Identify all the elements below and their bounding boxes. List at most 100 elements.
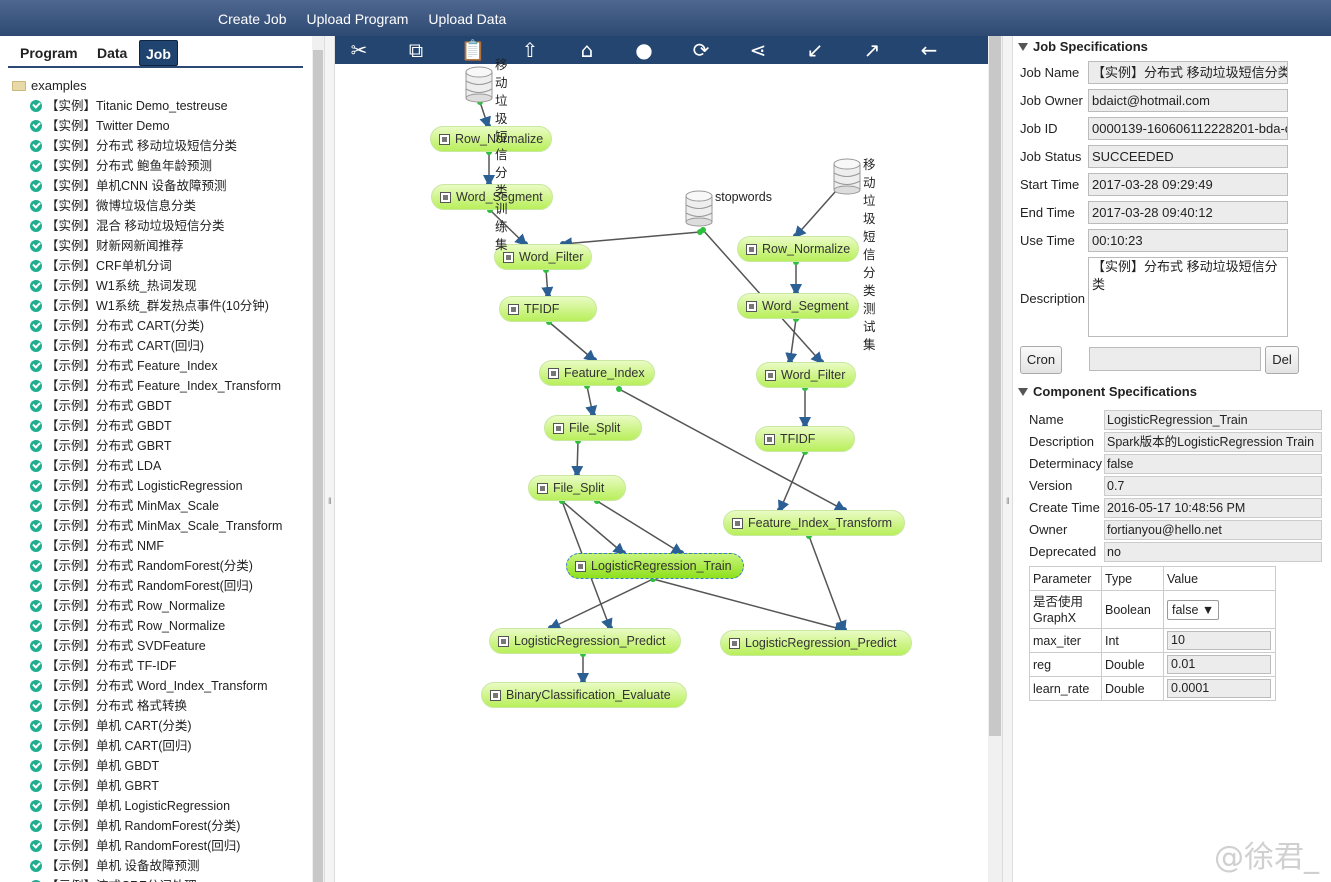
workflow-edge[interactable] bbox=[561, 500, 626, 555]
database-icon[interactable] bbox=[465, 66, 495, 104]
tree-item[interactable]: 【示例】单机 LogisticRegression bbox=[12, 796, 312, 816]
tree-item[interactable]: 【示例】分布式 Word_Index_Transform bbox=[12, 676, 312, 696]
end-time-field[interactable]: 2017-03-28 09:40:12 bbox=[1088, 201, 1288, 224]
tree-item[interactable]: 【示例】分布式 GBRT bbox=[12, 436, 312, 456]
workflow-edge[interactable] bbox=[548, 578, 654, 630]
workflow-edge[interactable] bbox=[489, 209, 528, 247]
tree-item[interactable]: 【示例】分布式 格式转换 bbox=[12, 696, 312, 716]
tree-item[interactable]: 【示例】分布式 LogisticRegression bbox=[12, 476, 312, 496]
tree-item[interactable]: 【示例】单机 GBDT bbox=[12, 756, 312, 776]
left-scrollbar-thumb[interactable] bbox=[313, 50, 323, 882]
workflow-edge[interactable] bbox=[618, 388, 847, 512]
back-icon[interactable]: ← bbox=[920, 38, 938, 62]
comp-owner-field[interactable]: fortianyou@hello.net bbox=[1104, 520, 1322, 540]
feature-index-node[interactable]: Feature_Index bbox=[539, 360, 655, 386]
tree-item[interactable]: 【示例】分布式 CART(回归) bbox=[12, 336, 312, 356]
binary-classification-evaluate-node[interactable]: BinaryClassification_Evaluate bbox=[481, 682, 687, 708]
tree-item[interactable]: 【示例】分布式 NMF bbox=[12, 536, 312, 556]
tree-item[interactable]: 【示例】分布式 Row_Normalize bbox=[12, 596, 312, 616]
workflow-edge[interactable] bbox=[560, 231, 701, 250]
tree-item[interactable]: 【示例】分布式 TF-IDF bbox=[12, 656, 312, 676]
tab-data[interactable]: Data bbox=[97, 45, 128, 61]
tree-item[interactable]: 【实例】Titanic Demo_testreuse bbox=[12, 96, 312, 116]
share-icon[interactable]: ⋖ bbox=[749, 38, 767, 62]
tree-item[interactable]: 【实例】财新网新闻推荐 bbox=[12, 236, 312, 256]
job-status-field[interactable]: SUCCEEDED bbox=[1088, 145, 1288, 168]
paste-icon[interactable]: 📋 bbox=[460, 38, 486, 62]
canvas-scrollbar[interactable] bbox=[988, 36, 1002, 882]
output-port[interactable] bbox=[616, 386, 622, 392]
left-scrollbar[interactable] bbox=[312, 36, 324, 882]
reg-input[interactable]: 0.01 bbox=[1167, 655, 1271, 674]
tab-job[interactable]: Job bbox=[139, 40, 178, 66]
create-job-link[interactable]: Create Job bbox=[218, 11, 287, 27]
workflow-edge[interactable] bbox=[548, 321, 597, 362]
cron-input[interactable] bbox=[1089, 347, 1261, 371]
output-port[interactable] bbox=[700, 227, 706, 233]
logistic-regression-predict-node[interactable]: LogisticRegression_Predict bbox=[489, 628, 681, 654]
right-splitter[interactable]: ‖ bbox=[1002, 36, 1013, 882]
tree-item[interactable]: 【实例】单机CNN 设备故障预测 bbox=[12, 176, 312, 196]
workflow-edge[interactable] bbox=[585, 385, 598, 418]
upload-icon[interactable]: ⇧ bbox=[521, 38, 539, 62]
tree-item[interactable]: 【示例】单机 CART(回归) bbox=[12, 736, 312, 756]
component-spec-header[interactable]: Component Specifications bbox=[1018, 384, 1197, 399]
comp-version-field[interactable]: 0.7 bbox=[1104, 476, 1322, 496]
tree-item[interactable]: 【示例】分布式 MinMax_Scale_Transform bbox=[12, 516, 312, 536]
export-icon[interactable]: ↗ bbox=[863, 38, 881, 62]
workflow-edge[interactable] bbox=[785, 318, 798, 365]
tree-item[interactable]: 【示例】分布式 LDA bbox=[12, 456, 312, 476]
file-split-node[interactable]: File_Split bbox=[544, 415, 642, 441]
copy-icon[interactable]: ⧉ bbox=[408, 38, 424, 62]
workflow-edge[interactable] bbox=[479, 101, 491, 129]
tfidf-node[interactable]: TFIDF bbox=[755, 426, 855, 452]
max-iter-input[interactable]: 10 bbox=[1167, 631, 1271, 650]
tree-item[interactable]: 【示例】单机 CART(分类) bbox=[12, 716, 312, 736]
tree-item[interactable]: 【实例】混合 移动垃圾短信分类 bbox=[12, 216, 312, 236]
workflow-edge[interactable] bbox=[596, 500, 684, 555]
clean-icon[interactable]: ⌂ bbox=[580, 38, 594, 62]
import-icon[interactable]: ↙ bbox=[806, 38, 824, 62]
tree-item[interactable]: 【示例】W1系统_群发热点事件(10分钟) bbox=[12, 296, 312, 316]
description-textarea[interactable]: 【实例】分布式 移动垃圾短信分类 bbox=[1088, 257, 1288, 337]
tree-item[interactable]: 【示例】分布式 CART(分类) bbox=[12, 316, 312, 336]
tree-item[interactable]: 【示例】分布式 MinMax_Scale bbox=[12, 496, 312, 516]
workflow-edge[interactable] bbox=[778, 451, 806, 513]
database-icon[interactable] bbox=[685, 190, 715, 228]
tree-item[interactable]: 【示例】单机 设备故障预测 bbox=[12, 856, 312, 876]
job-owner-field[interactable]: bdaict@hotmail.com bbox=[1088, 89, 1288, 112]
tree-item[interactable]: 【示例】分布式 GBDT bbox=[12, 396, 312, 416]
tree-item[interactable]: 【示例】分布式 Feature_Index bbox=[12, 356, 312, 376]
word-segment-node[interactable]: Word_Segment bbox=[737, 293, 859, 319]
tree-item[interactable]: 【实例】分布式 鲍鱼年龄预测 bbox=[12, 156, 312, 176]
tab-program[interactable]: Program bbox=[20, 45, 78, 61]
workflow-edge[interactable] bbox=[808, 535, 847, 633]
job-id-field[interactable]: 0000139-160606112228201-bda-o bbox=[1088, 117, 1288, 140]
logistic-regression-predict-node[interactable]: LogisticRegression_Predict bbox=[720, 630, 912, 656]
learn-rate-input[interactable]: 0.0001 bbox=[1167, 679, 1271, 698]
file-split-node[interactable]: File_Split bbox=[528, 475, 626, 501]
tree-item[interactable]: 【示例】分布式 GBDT bbox=[12, 416, 312, 436]
tfidf-node[interactable]: TFIDF bbox=[499, 296, 597, 322]
word-filter-node[interactable]: Word_Filter bbox=[756, 362, 856, 388]
tree-item[interactable]: 【实例】微博垃圾信息分类 bbox=[12, 196, 312, 216]
word-segment-node[interactable]: Word_Segment bbox=[431, 184, 553, 210]
workflow-edge[interactable] bbox=[571, 440, 584, 478]
tree-item[interactable]: 【示例】流式CRF分词处理 bbox=[12, 876, 312, 882]
tree-root[interactable]: examples bbox=[12, 76, 312, 96]
comp-name-field[interactable]: LogisticRegression_Train bbox=[1104, 410, 1322, 430]
refresh-icon[interactable]: ⟳ bbox=[692, 38, 710, 62]
start-time-field[interactable]: 2017-03-28 09:29:49 bbox=[1088, 173, 1288, 196]
comp-desc-field[interactable]: Spark版本的LogisticRegression Train bbox=[1104, 432, 1322, 452]
left-splitter[interactable]: ‖ bbox=[324, 36, 335, 882]
row-normalize-node[interactable]: Row_Normalize bbox=[430, 126, 552, 152]
graphx-select[interactable]: false ▼ bbox=[1167, 599, 1220, 620]
tree-item[interactable]: 【示例】单机 GBRT bbox=[12, 776, 312, 796]
job-spec-header[interactable]: Job Specifications bbox=[1018, 39, 1148, 54]
tree-item[interactable]: 【实例】Twitter Demo bbox=[12, 116, 312, 136]
tree-item[interactable]: 【示例】分布式 Row_Normalize bbox=[12, 616, 312, 636]
tree-item[interactable]: 【示例】分布式 SVDFeature bbox=[12, 636, 312, 656]
tree-item[interactable]: 【示例】分布式 Feature_Index_Transform bbox=[12, 376, 312, 396]
canvas-scrollbar-thumb[interactable] bbox=[989, 36, 1001, 736]
